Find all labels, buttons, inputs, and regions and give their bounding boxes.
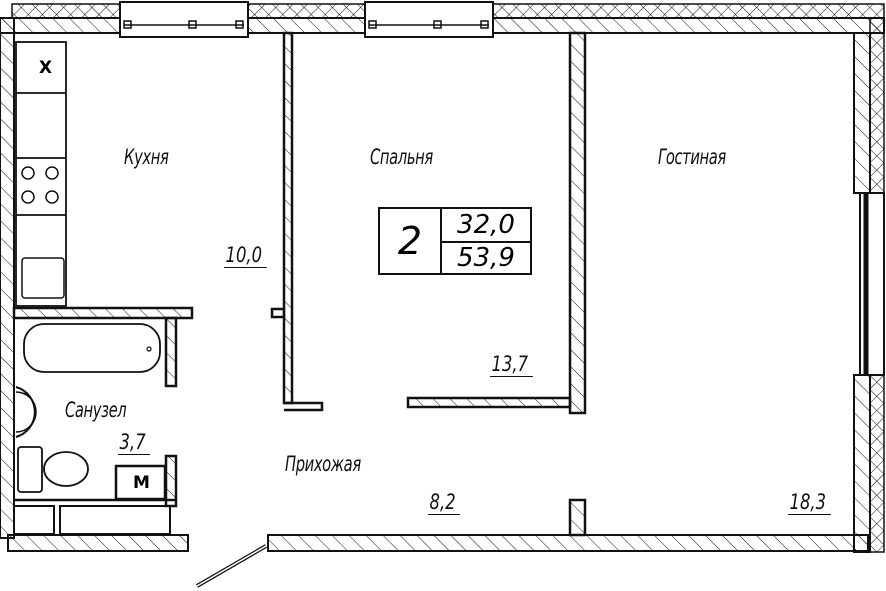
hallway-label: Прихожая [285, 452, 361, 476]
bottom-wall [267, 534, 869, 552]
bathtub [23, 323, 161, 373]
living-room-label: Гостиная [658, 145, 726, 169]
kitchen-sink [21, 257, 65, 299]
washer-symbol: М [133, 473, 150, 493]
kitchen-bedroom-partition [282, 31, 294, 405]
kitchen-window [119, 1, 249, 38]
bathroom-label: Санузел [65, 398, 127, 422]
bedroom-window [364, 1, 494, 38]
hallway-area: 8,2 [428, 490, 461, 515]
washer-box [114, 464, 167, 501]
bedroom-area: 13,7 [490, 352, 533, 377]
kitchen-label: Кухня [124, 145, 169, 169]
toilet-tank [17, 446, 43, 493]
left-wall [0, 17, 15, 539]
bathroom-top-wall [12, 306, 194, 320]
right-wall-upper [853, 32, 871, 194]
stove-burner [21, 166, 35, 180]
kitchen-area: 10,0 [224, 243, 267, 268]
right-wall-lower [853, 374, 871, 553]
vent-symbol: X [39, 58, 53, 78]
living-area-total: 32,0 [442, 209, 530, 243]
living-room-area: 18,3 [788, 490, 831, 515]
rooms-count: 2 [380, 209, 442, 273]
bedroom-living-wall [568, 31, 587, 415]
bathroom-area: 3,7 [118, 430, 151, 455]
total-area: 53,9 [457, 243, 515, 273]
kitchen-counter [15, 41, 67, 307]
apartment-summary-stamp: 2 32,0 53,9 [378, 207, 532, 275]
toilet-bowl [43, 451, 89, 487]
bedroom-label: Спальня [370, 145, 433, 169]
washbasin [15, 386, 36, 438]
bathroom-bottom-wall [7, 534, 189, 552]
